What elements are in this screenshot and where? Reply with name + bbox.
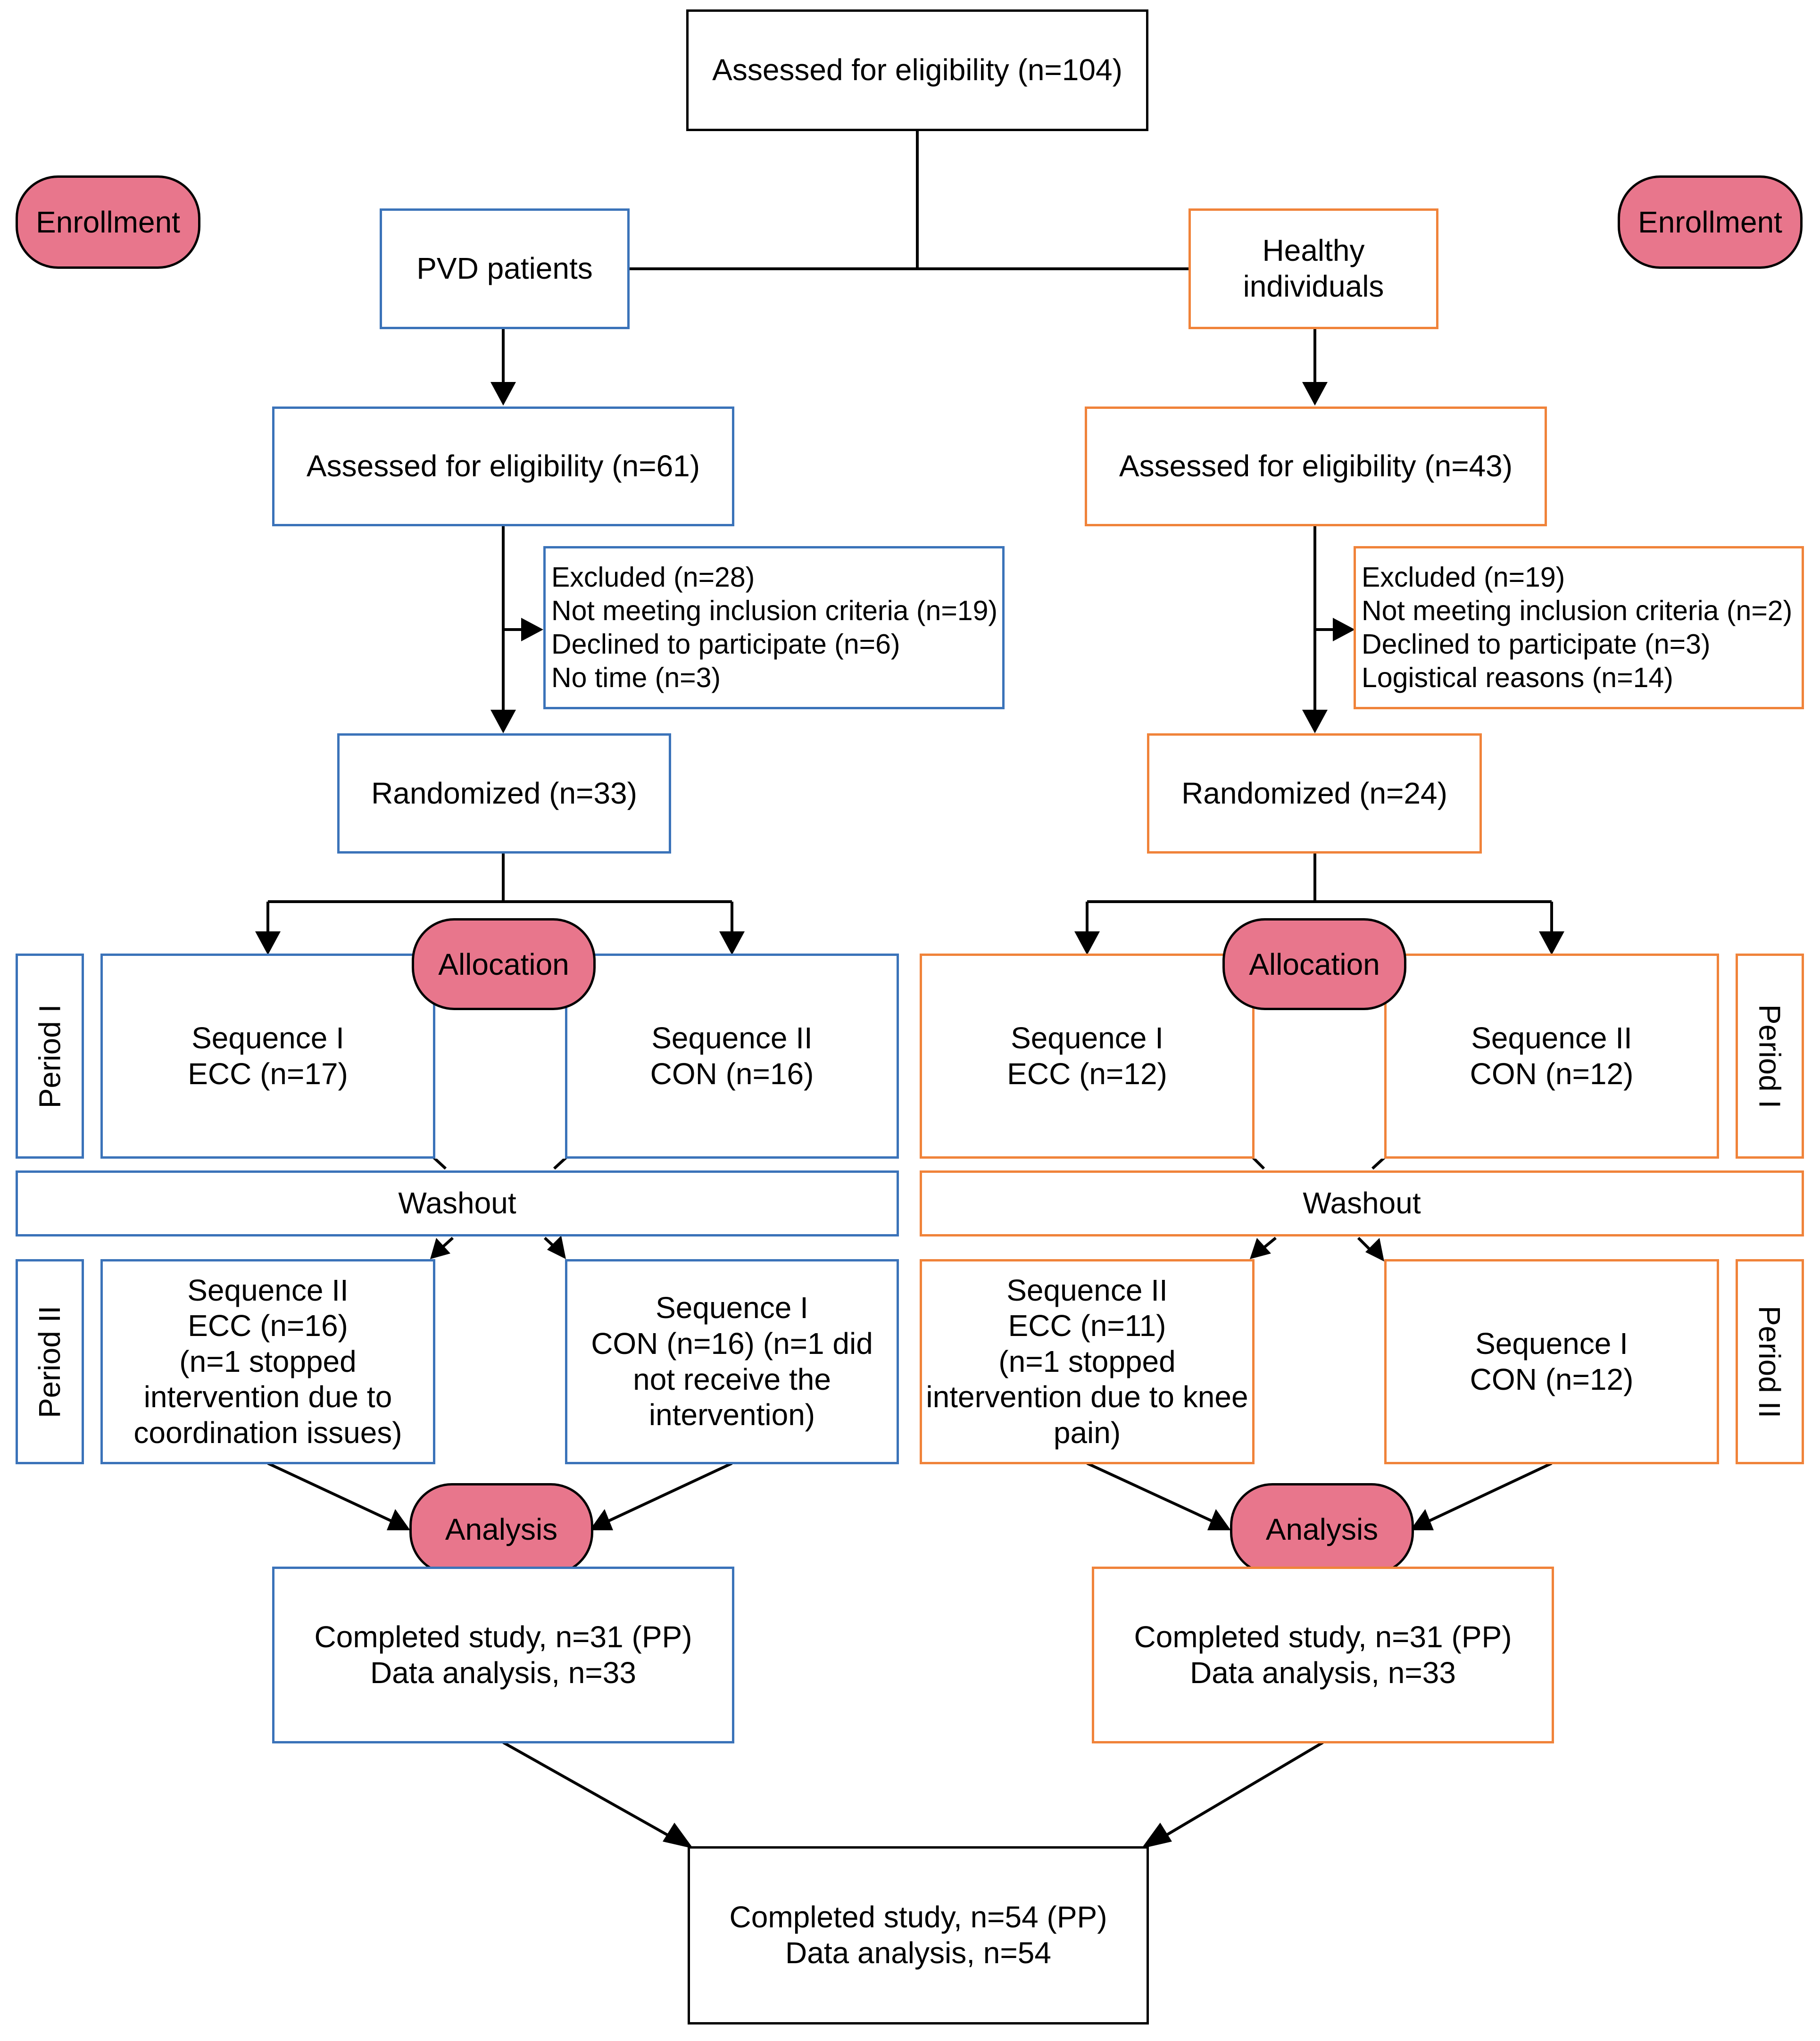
left-p2-seq1-box: Sequence I CON (n=16) (n=1 did not recei…: [565, 1259, 899, 1464]
left-p1-seq1-box: Sequence I ECC (n=17): [100, 954, 435, 1159]
pvd-patients-box: PVD patients: [380, 208, 630, 329]
right-p2-seq2-line4: intervention due to knee: [926, 1380, 1248, 1414]
right-washout-text: Washout: [1303, 1186, 1421, 1220]
left-randomized-text: Randomized (n=33): [371, 776, 637, 810]
analysis-stage-right-label: Analysis: [1265, 1512, 1379, 1546]
allocation-stage-right-label: Allocation: [1249, 947, 1380, 981]
left-p2-seq1-line2: CON (n=16) (n=1 did: [591, 1326, 873, 1361]
total-assessed-text: Assessed for eligibility (n=104): [712, 53, 1122, 87]
right-excluded-box: Excluded (n=19) Not meeting inclusion cr…: [1354, 546, 1804, 709]
right-completed-box: Completed study, n=31 (PP) Data analysis…: [1092, 1567, 1554, 1743]
analysis-stage-left-label: Analysis: [445, 1512, 558, 1546]
left-completed-box: Completed study, n=31 (PP) Data analysis…: [272, 1567, 734, 1743]
right-p2-seq2-line2: ECC (n=11): [1008, 1309, 1166, 1343]
analysis-stage-left: Analysis: [409, 1483, 593, 1575]
enrollment-stage-right: Enrollment: [1618, 175, 1803, 269]
right-completed-line1: Completed study, n=31 (PP): [1134, 1619, 1512, 1654]
right-completed-line2: Data analysis, n=33: [1190, 1655, 1456, 1690]
left-randomized-box: Randomized (n=33): [337, 733, 671, 854]
left-p2-seq2-line2: ECC (n=16): [188, 1309, 348, 1343]
enrollment-stage-left-label: Enrollment: [36, 205, 180, 239]
right-p1-seq2-line2: CON (n=12): [1470, 1056, 1634, 1091]
left-completed-line2: Data analysis, n=33: [370, 1655, 636, 1690]
right-p2-seq2-line5: pain): [1053, 1415, 1121, 1450]
right-period2-label: Period II: [1736, 1259, 1804, 1464]
right-p2-seq2-box: Sequence II ECC (n=11) (n=1 stopped inte…: [920, 1259, 1255, 1464]
left-p1-seq2-line1: Sequence II: [651, 1020, 813, 1055]
final-completed-box: Completed study, n=54 (PP) Data analysis…: [688, 1846, 1149, 2024]
right-p1-seq2-line1: Sequence II: [1471, 1020, 1632, 1055]
left-period2-text: Period II: [33, 1305, 67, 1418]
right-period1-text: Period I: [1753, 1004, 1787, 1108]
left-excluded-line3: Declined to participate (n=6): [551, 629, 900, 660]
left-p1-seq1-line1: Sequence I: [191, 1020, 344, 1055]
left-p1-seq2-box: Sequence II CON (n=16): [565, 954, 899, 1159]
left-assessed-text: Assessed for eligibility (n=61): [306, 449, 700, 483]
analysis-stage-right: Analysis: [1230, 1483, 1414, 1575]
right-p2-seq2-line3: (n=1 stopped: [998, 1344, 1176, 1378]
total-assessed-box: Assessed for eligibility (n=104): [686, 9, 1148, 131]
right-p2-seq1-line2: CON (n=12): [1470, 1362, 1634, 1396]
right-period2-text: Period II: [1753, 1305, 1787, 1418]
allocation-stage-left: Allocation: [412, 918, 596, 1010]
left-p2-seq1-line3: not receive the: [633, 1362, 831, 1396]
right-excluded-line1: Excluded (n=19): [1362, 562, 1565, 593]
right-washout-box: Washout: [920, 1170, 1804, 1236]
right-p2-seq1-box: Sequence I CON (n=12): [1384, 1259, 1719, 1464]
right-period1-label: Period I: [1736, 954, 1804, 1159]
left-period2-label: Period II: [16, 1259, 84, 1464]
allocation-stage-right: Allocation: [1222, 918, 1406, 1010]
left-p1-seq2-line2: CON (n=16): [650, 1056, 814, 1091]
left-assessed-box: Assessed for eligibility (n=61): [272, 407, 734, 526]
right-randomized-box: Randomized (n=24): [1147, 733, 1482, 854]
allocation-stage-left-label: Allocation: [438, 947, 569, 981]
healthy-individuals-box: Healthy individuals: [1188, 208, 1438, 329]
final-completed-line2: Data analysis, n=54: [785, 1936, 1051, 1970]
left-excluded-line1: Excluded (n=28): [551, 562, 755, 593]
left-washout-text: Washout: [398, 1186, 516, 1220]
left-p2-seq2-line3: (n=1 stopped: [179, 1344, 357, 1378]
left-p2-seq2-line1: Sequence II: [187, 1273, 349, 1307]
final-completed-line1: Completed study, n=54 (PP): [729, 1900, 1107, 1934]
right-p2-seq2-line1: Sequence II: [1006, 1273, 1168, 1307]
enrollment-stage-right-label: Enrollment: [1638, 205, 1782, 239]
left-washout-box: Washout: [16, 1170, 899, 1236]
right-excluded-line3: Declined to participate (n=3): [1362, 629, 1711, 660]
right-excluded-line2: Not meeting inclusion criteria (n=2): [1362, 595, 1793, 627]
right-p1-seq2-box: Sequence II CON (n=12): [1384, 954, 1719, 1159]
left-p2-seq2-line5: coordination issues): [133, 1415, 402, 1450]
right-excluded-line4: Logistical reasons (n=14): [1362, 662, 1673, 693]
right-p1-seq1-line1: Sequence I: [1011, 1020, 1163, 1055]
pvd-patients-label: PVD patients: [416, 251, 593, 286]
left-p2-seq2-line4: intervention due to: [143, 1380, 392, 1414]
right-p1-seq1-box: Sequence I ECC (n=12): [920, 954, 1255, 1159]
enrollment-stage-left: Enrollment: [16, 175, 200, 269]
healthy-individuals-line1: Healthy: [1262, 233, 1365, 268]
right-p2-seq1-line1: Sequence I: [1475, 1326, 1628, 1361]
right-randomized-text: Randomized (n=24): [1181, 776, 1447, 810]
left-excluded-line2: Not meeting inclusion criteria (n=19): [551, 595, 998, 627]
right-assessed-text: Assessed for eligibility (n=43): [1119, 449, 1513, 483]
left-excluded-line4: No time (n=3): [551, 662, 721, 693]
left-p2-seq1-line1: Sequence I: [656, 1291, 808, 1325]
left-completed-line1: Completed study, n=31 (PP): [314, 1619, 692, 1654]
left-period1-text: Period I: [33, 1004, 67, 1108]
right-assessed-box: Assessed for eligibility (n=43): [1085, 407, 1547, 526]
left-excluded-box: Excluded (n=28) Not meeting inclusion cr…: [543, 546, 1005, 709]
healthy-individuals-line2: individuals: [1243, 269, 1384, 303]
left-period1-label: Period I: [16, 954, 84, 1159]
left-p2-seq2-box: Sequence II ECC (n=16) (n=1 stopped inte…: [100, 1259, 435, 1464]
left-p2-seq1-line4: intervention): [648, 1398, 815, 1432]
right-p1-seq1-line2: ECC (n=12): [1007, 1056, 1167, 1091]
left-p1-seq1-line2: ECC (n=17): [188, 1056, 348, 1091]
